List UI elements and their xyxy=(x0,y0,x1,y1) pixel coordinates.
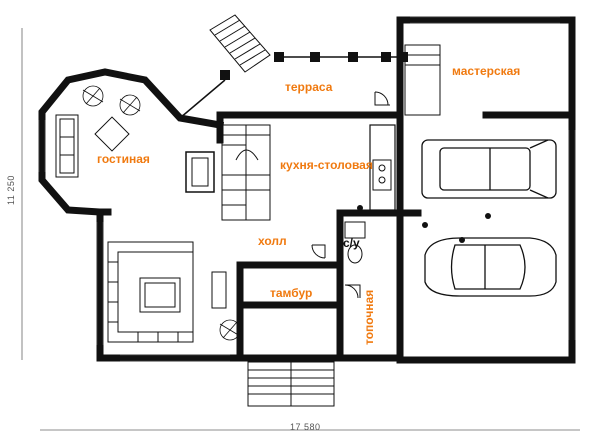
small-posts xyxy=(357,205,491,243)
internal-staircase xyxy=(221,124,271,221)
plants xyxy=(82,85,241,341)
dimension-width: 17 580 xyxy=(290,422,321,432)
room-label-kitchen: кухня-столовая xyxy=(280,158,373,172)
dimension-height: 11 250 xyxy=(6,175,16,205)
room-label-living: гостиная xyxy=(97,152,150,166)
wc-fixtures xyxy=(344,221,366,264)
room-label-boiler: топочная xyxy=(362,289,376,345)
room-label-workshop: мастерская xyxy=(452,64,521,78)
entry-stairs-top xyxy=(209,14,271,73)
room-label-terrace: терраса xyxy=(285,80,333,94)
car-bottom xyxy=(424,237,557,297)
windows xyxy=(38,16,576,362)
entry-stairs-bottom xyxy=(247,361,335,407)
hall-sofa-set xyxy=(107,241,227,343)
room-label-hall: холл xyxy=(258,234,287,248)
living-table xyxy=(94,116,130,152)
terrace-railing xyxy=(179,56,400,119)
interior-walls xyxy=(185,124,401,360)
car-top xyxy=(421,139,557,199)
workshop-stair xyxy=(404,44,441,116)
room-label-vestibule: тамбур xyxy=(270,286,313,300)
terrace-columns xyxy=(220,52,408,80)
living-sofa xyxy=(55,114,79,178)
doors xyxy=(311,91,390,299)
kitchen-counter xyxy=(372,159,392,191)
room-label-wc: с/у xyxy=(343,236,360,250)
